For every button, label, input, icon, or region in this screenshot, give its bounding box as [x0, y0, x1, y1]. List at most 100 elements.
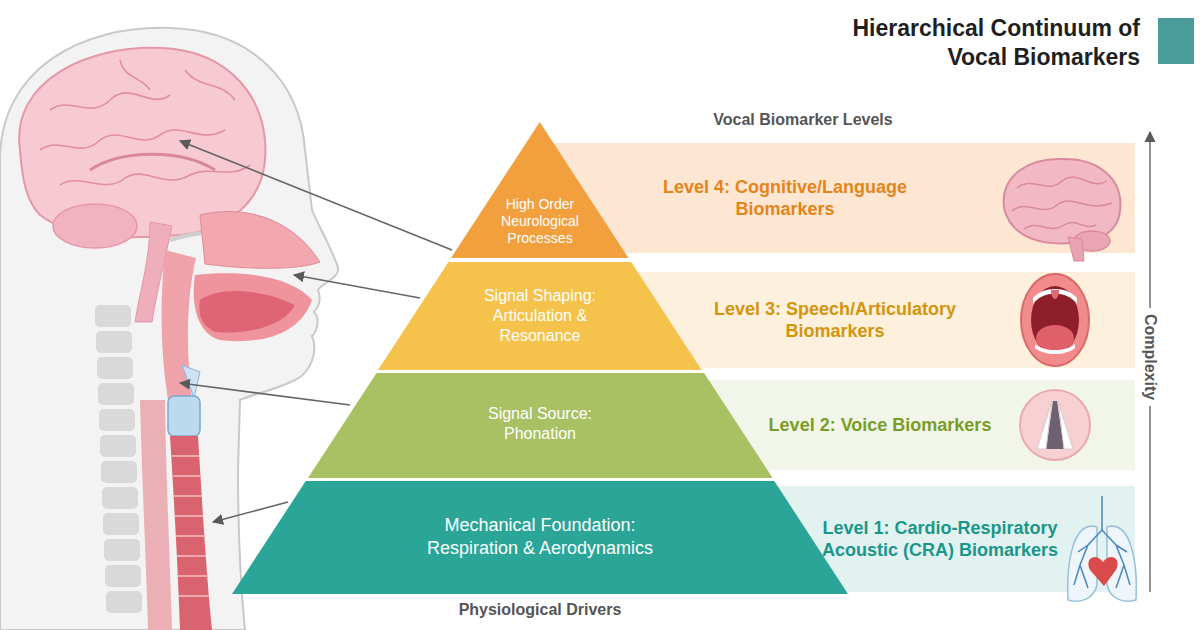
tier-text: Signal Source: Phonation [460, 404, 620, 444]
brain-icon [1068, 237, 1084, 261]
spine [106, 591, 142, 613]
axis-heading: Vocal Biomarker Levels [698, 110, 908, 129]
spine [102, 487, 138, 509]
tier-text: High Order Neurological Processes [485, 196, 595, 246]
leader-arrow [294, 275, 420, 298]
larynx-icon [1020, 390, 1090, 460]
brain-folds [185, 70, 235, 100]
brain-folds [120, 60, 150, 90]
tier-text: Signal Shaping: Articulation & Resonance [460, 286, 620, 346]
brain-icon [1012, 177, 1112, 229]
tier-fill [378, 262, 702, 370]
mouth-icon [1021, 274, 1089, 366]
larynx-icon [1020, 390, 1090, 460]
spine [105, 565, 141, 587]
tier-text: Mechanical Foundation: Respiration & Aer… [400, 514, 680, 559]
leader-arrow [180, 383, 350, 405]
brain-icon [1017, 177, 1107, 188]
trachea-rings [176, 535, 205, 537]
pyramid-tier: Signal Source: Phonation [308, 373, 773, 478]
tier-fill [232, 481, 848, 594]
oral-cavity [194, 273, 312, 341]
band-text: Level 1: Cardio-Respiratory Acoustic (CR… [815, 517, 1065, 562]
mouth-icon [1021, 274, 1089, 366]
corpus-callosum [90, 154, 215, 170]
tier-label: Signal Source: Phonation [460, 404, 620, 444]
axis-heading: Physiological Drivers [420, 600, 660, 619]
cerebellum [53, 204, 137, 248]
level-band: Level 4: Cognitive/Language Biomarkers [550, 143, 1135, 253]
spine [96, 331, 132, 353]
larynx-icon [1037, 401, 1052, 449]
mouth-icon [1036, 325, 1074, 351]
band-fill [550, 143, 1135, 253]
leader-arrow [180, 141, 452, 250]
tier-label: High Order Neurological Processes [485, 196, 595, 246]
spine [104, 539, 140, 561]
level-label: Level 3: Speech/Articulatory Biomarkers [700, 298, 970, 343]
level-band: Level 3: Speech/Articulatory Biomarkers [610, 272, 1135, 368]
larynx [168, 396, 200, 436]
brain-folds [40, 130, 225, 150]
level-band: Level 2: Voice Biomarkers [690, 380, 1135, 470]
brain-icon [1004, 159, 1121, 243]
leader-arrow [213, 502, 288, 522]
trachea-rings [172, 455, 199, 457]
title-accent [1158, 18, 1194, 64]
spine [95, 305, 142, 613]
level-band: Level 1: Cardio-Respiratory Acoustic (CR… [770, 486, 1135, 592]
mouth-icon [1033, 289, 1077, 304]
esophagus [140, 400, 172, 630]
pyramid-tier: Signal Shaping: Articulation & Resonance [378, 262, 702, 370]
pyramid-tier: High Order Neurological Processes [451, 122, 628, 258]
tier-fill [451, 122, 628, 258]
brain-folds [50, 93, 170, 110]
axis-heading: Vocal Biomarker Levels [698, 110, 908, 129]
tier-fill [308, 373, 773, 478]
mouth-icon [1031, 286, 1079, 354]
tier-label: Signal Shaping: Articulation & Resonance [460, 286, 620, 346]
lungs-heart-icon [1074, 496, 1130, 588]
brain-folds [60, 165, 250, 185]
tier-label: Mechanical Foundation: Respiration & Aer… [400, 514, 680, 559]
band-text: Level 3: Speech/Articulatory Biomarkers [700, 298, 970, 343]
axis-label: Complexity [1137, 308, 1162, 406]
nasal-cavity [200, 211, 320, 268]
trachea-rings [177, 555, 206, 557]
lungs-heart-icon [1088, 557, 1117, 586]
trachea-rings [173, 475, 200, 477]
trachea-rings [179, 595, 209, 597]
spine [97, 357, 133, 379]
level-label: Level 4: Cognitive/Language Biomarkers [640, 176, 930, 221]
spine [100, 435, 136, 457]
level-label: Level 1: Cardio-Respiratory Acoustic (CR… [815, 517, 1065, 562]
pyramid-tier: Mechanical Foundation: Respiration & Aer… [232, 481, 848, 594]
trachea [170, 436, 212, 630]
lungs-heart-icon [1101, 496, 1103, 530]
spine [99, 409, 135, 431]
trachea-rings [175, 515, 203, 517]
brain-icon [1012, 201, 1112, 211]
tongue [199, 291, 295, 333]
epiglottis [182, 365, 200, 398]
mouth-icon [1035, 344, 1075, 354]
brain [19, 48, 265, 237]
brain-icon [1024, 222, 1096, 229]
lungs-heart-icon [1068, 496, 1137, 601]
trachea-rings [172, 456, 209, 596]
axis-heading: Physiological Drivers [420, 600, 660, 619]
mouth-icon [1051, 290, 1059, 299]
spine [101, 461, 137, 483]
axis-label: Complexity [1137, 308, 1162, 406]
band-text: Level 2: Voice Biomarkers [760, 414, 1000, 437]
trachea-rings [174, 495, 202, 497]
band-text: Level 4: Cognitive/Language Biomarkers [640, 176, 930, 221]
spine [98, 383, 134, 405]
level-label: Level 2: Voice Biomarkers [760, 414, 1000, 437]
title-block: Hierarchical Continuum of Vocal Biomarke… [800, 14, 1140, 72]
brain-folds [40, 60, 250, 185]
diagram-title: Hierarchical Continuum of Vocal Biomarke… [800, 14, 1140, 72]
spine [103, 513, 139, 535]
spine [95, 305, 131, 327]
